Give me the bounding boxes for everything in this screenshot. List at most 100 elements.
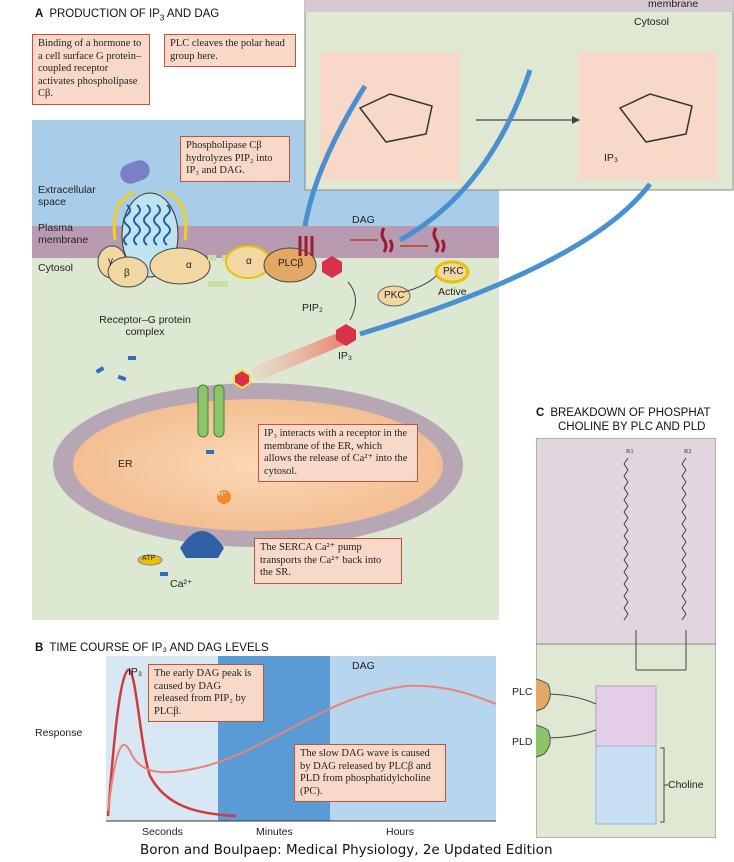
label-gamma: γ xyxy=(108,256,113,267)
label-r2: R2 xyxy=(684,448,692,455)
series-dag-label: DAG xyxy=(352,660,375,672)
inset-ip3-label: IP₃ xyxy=(604,152,619,164)
panel-a-title-rest: AND DAG xyxy=(164,8,220,20)
panel-a-title: A PRODUCTION OF IP3 AND DAG xyxy=(35,8,219,22)
label-extracellular: Extracellular space xyxy=(38,184,96,208)
label-pkc: PKC xyxy=(384,290,405,301)
series-ip3-label: IP₃ xyxy=(128,666,143,678)
pc-membrane-region xyxy=(536,438,716,645)
label-choline: Choline xyxy=(668,779,704,791)
note-ip3-interacts: IP₃ interacts with a receptor in the mem… xyxy=(258,424,418,482)
panel-b-title-text: TIME COURSE OF IP₃ AND DAG LEVELS xyxy=(49,642,269,654)
inset-ring-pip2 xyxy=(358,93,433,143)
pc-breakdown-diagram xyxy=(536,438,716,838)
label-cytosol: Cytosol xyxy=(38,262,74,274)
panel-c-title-2: CHOLINE BY PLC AND PLD xyxy=(558,421,706,433)
pld-enzyme xyxy=(536,724,551,758)
label-ca: Ca²⁺ xyxy=(170,578,193,590)
ca-ion xyxy=(128,356,136,360)
panel-b-letter: B xyxy=(35,642,44,654)
g-beta-subunit xyxy=(107,256,149,288)
x-label-minutes: Minutes xyxy=(256,826,293,838)
panel-c-title-1: BREAKDOWN OF PHOSPHAT xyxy=(550,407,711,419)
receptor-yellow-outline xyxy=(112,190,188,241)
panel-a-letter: A xyxy=(35,8,44,20)
label-r1: R1 xyxy=(626,448,634,455)
panel-c-letter: C xyxy=(536,407,545,419)
pkc-active xyxy=(434,260,470,284)
note-plc-cleaves: PLC cleaves the polar head group here. xyxy=(164,34,296,67)
blue-arrow-1 xyxy=(302,84,368,227)
label-alpha-1: α xyxy=(186,260,192,271)
ip3-receptor-left xyxy=(197,384,209,438)
inset-ring-ip3 xyxy=(618,93,693,143)
fatty-acid-r2 xyxy=(681,457,687,621)
blue-arrow-2 xyxy=(398,69,533,243)
x-label-hours: Hours xyxy=(386,826,415,838)
blue-arrow-3 xyxy=(359,182,652,337)
hormone-ligand xyxy=(120,160,150,184)
pkc-inactive xyxy=(377,285,411,307)
hplus-ion xyxy=(217,490,231,504)
inset-cytosol-label: Cytosol xyxy=(634,16,670,28)
panel-b-title: B TIME COURSE OF IP₃ AND DAG LEVELS xyxy=(35,642,269,654)
note-hydrolyzes: Phospholipase Cβ hydrolyzes PIP₂ into IP… xyxy=(180,136,290,182)
label-plc: PLC xyxy=(512,686,533,698)
panel-c-title: C BREAKDOWN OF PHOSPHAT CHOLINE BY PLC AN… xyxy=(536,406,710,434)
phosphate-box xyxy=(595,685,657,747)
ip3-headgroup xyxy=(322,256,342,278)
ca-ion xyxy=(95,366,105,374)
atp-molecule xyxy=(137,554,163,566)
label-alpha-2: α xyxy=(246,256,252,267)
ca-ion xyxy=(206,450,214,454)
inset-ip3-ring xyxy=(578,52,718,180)
ip3-receptor-right xyxy=(213,384,225,438)
ip3-bound xyxy=(233,368,251,390)
ip3-free xyxy=(336,324,356,346)
ip3-release-arrow xyxy=(250,332,346,382)
label-beta: β xyxy=(124,268,130,279)
inset-arrowhead xyxy=(572,116,580,124)
pkc-recruit-arrow xyxy=(403,275,437,293)
dag-molecule-1 xyxy=(380,227,394,253)
dag-curve xyxy=(107,684,496,812)
note-slow-dag: The slow DAG wave is caused by DAG relea… xyxy=(294,744,446,802)
choline-bracket xyxy=(660,747,668,823)
g-alpha-subunit xyxy=(149,247,211,285)
inset-membrane-label: membrane xyxy=(648,0,699,10)
figure-caption: Boron and Boulpaep: Medical Physiology, … xyxy=(140,842,553,858)
gpcr-helices xyxy=(123,204,171,246)
note-early-dag: The early DAG peak is caused by DAG rele… xyxy=(148,664,264,722)
label-pkc-active: PKC xyxy=(443,266,464,277)
label-pld: PLD xyxy=(512,736,533,748)
inset-pip2-ring xyxy=(320,52,460,180)
plc-beta-enzyme xyxy=(263,247,317,283)
note-serca: The SERCA Ca²⁺ pump transports the Ca²⁺ … xyxy=(254,538,402,584)
label-active: Active xyxy=(438,286,467,298)
inset-membrane-band xyxy=(305,0,733,12)
label-pip2: PIP₂ xyxy=(302,302,323,314)
glycerol-backbone xyxy=(635,630,687,671)
serca-pump xyxy=(180,531,224,558)
choline-box xyxy=(595,745,657,825)
panel-a-title-sub: 3 xyxy=(159,13,165,23)
label-er: ER xyxy=(118,458,133,470)
label-dag: DAG xyxy=(352,214,375,226)
label-ip3: IP₃ xyxy=(338,350,353,362)
ip3-curve xyxy=(106,668,237,818)
pip2-lipid xyxy=(298,236,314,256)
dag-molecule-2 xyxy=(432,227,446,253)
note-hormone: Binding of a hormone to a cell surface G… xyxy=(32,34,150,105)
panel-b-ylabel: Response xyxy=(35,727,83,739)
fatty-acid-r1 xyxy=(623,457,629,621)
label-atp: ATP xyxy=(142,555,156,562)
x-label-seconds: Seconds xyxy=(142,826,183,838)
plc-enzyme xyxy=(536,678,551,712)
ca-ion xyxy=(117,374,127,382)
ip3-diffuse-arrow xyxy=(347,281,356,321)
label-plasma-membrane: Plasma membrane xyxy=(38,222,89,246)
label-receptor-complex: Receptor–G protein complex xyxy=(99,314,191,338)
label-plcb: PLCβ xyxy=(278,258,304,269)
label-hplus: H⁺ xyxy=(218,491,227,498)
panel-a-title-text: PRODUCTION OF IP xyxy=(49,8,160,20)
